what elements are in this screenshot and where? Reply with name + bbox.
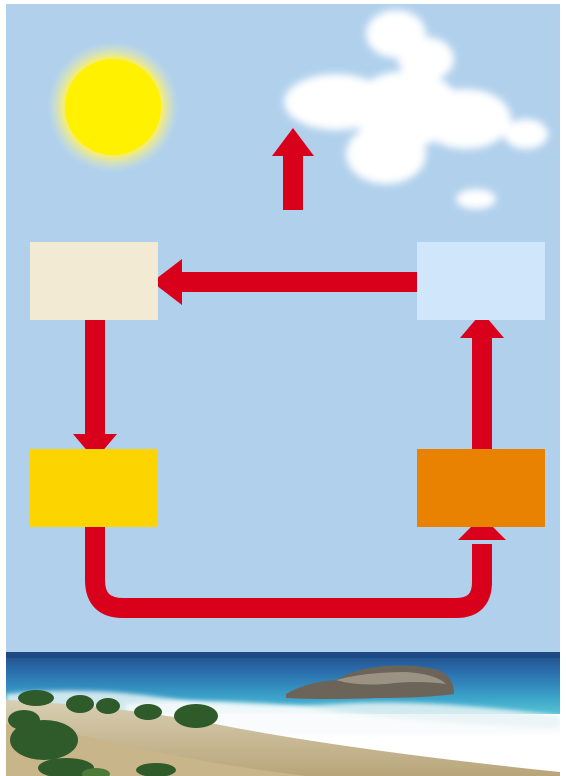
- box-top-left: [30, 242, 158, 320]
- box-top-right: [417, 242, 545, 320]
- sun-icon: [47, 41, 179, 173]
- arrow-top-leftward: [152, 259, 418, 305]
- scene: [6, 4, 560, 776]
- arrow-up-to-cloud: [272, 128, 314, 210]
- box-bottom-left: [30, 449, 158, 527]
- cycle-diagram: [6, 4, 560, 776]
- cloud-icon: [284, 10, 548, 209]
- rock-island: [286, 665, 454, 699]
- arrow-bottom-loop: [85, 516, 506, 618]
- box-bottom-right: [417, 449, 545, 527]
- arrow-right-upward: [460, 312, 504, 450]
- arrow-left-downward: [73, 320, 117, 460]
- shrubs: [8, 690, 218, 776]
